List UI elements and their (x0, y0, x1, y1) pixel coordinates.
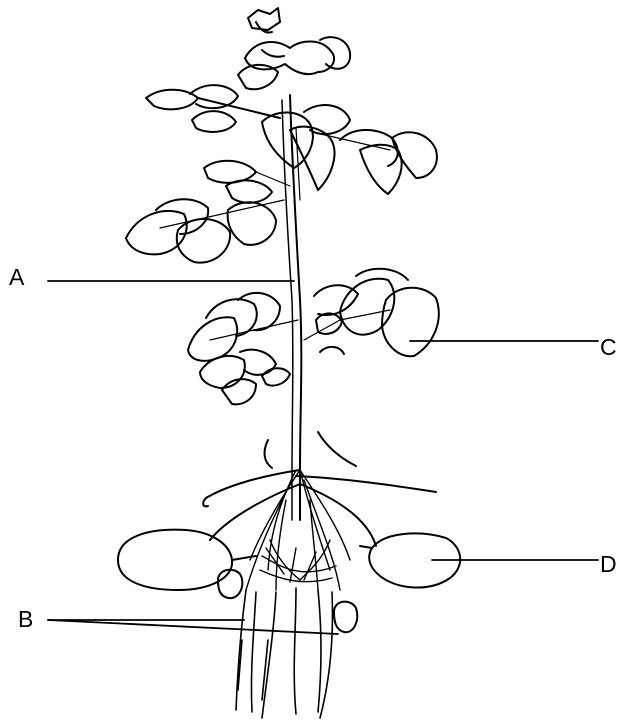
tubers (118, 530, 460, 632)
stolons (203, 432, 436, 546)
tuber-small-left (218, 570, 242, 598)
tuber-small-right (334, 602, 357, 633)
label-b: B (18, 608, 33, 631)
root-mass (246, 470, 350, 590)
label-d: D (600, 553, 617, 576)
apex-leaves (238, 8, 350, 89)
upper-left-leaves (146, 85, 280, 132)
label-c: C (600, 336, 617, 359)
tap-roots (236, 588, 333, 718)
label-a: A (9, 266, 24, 289)
middle-left-leaves (126, 161, 290, 263)
tuber-left (118, 530, 232, 590)
middle-right-leaves (304, 269, 439, 356)
lower-left-leaves (188, 293, 298, 404)
